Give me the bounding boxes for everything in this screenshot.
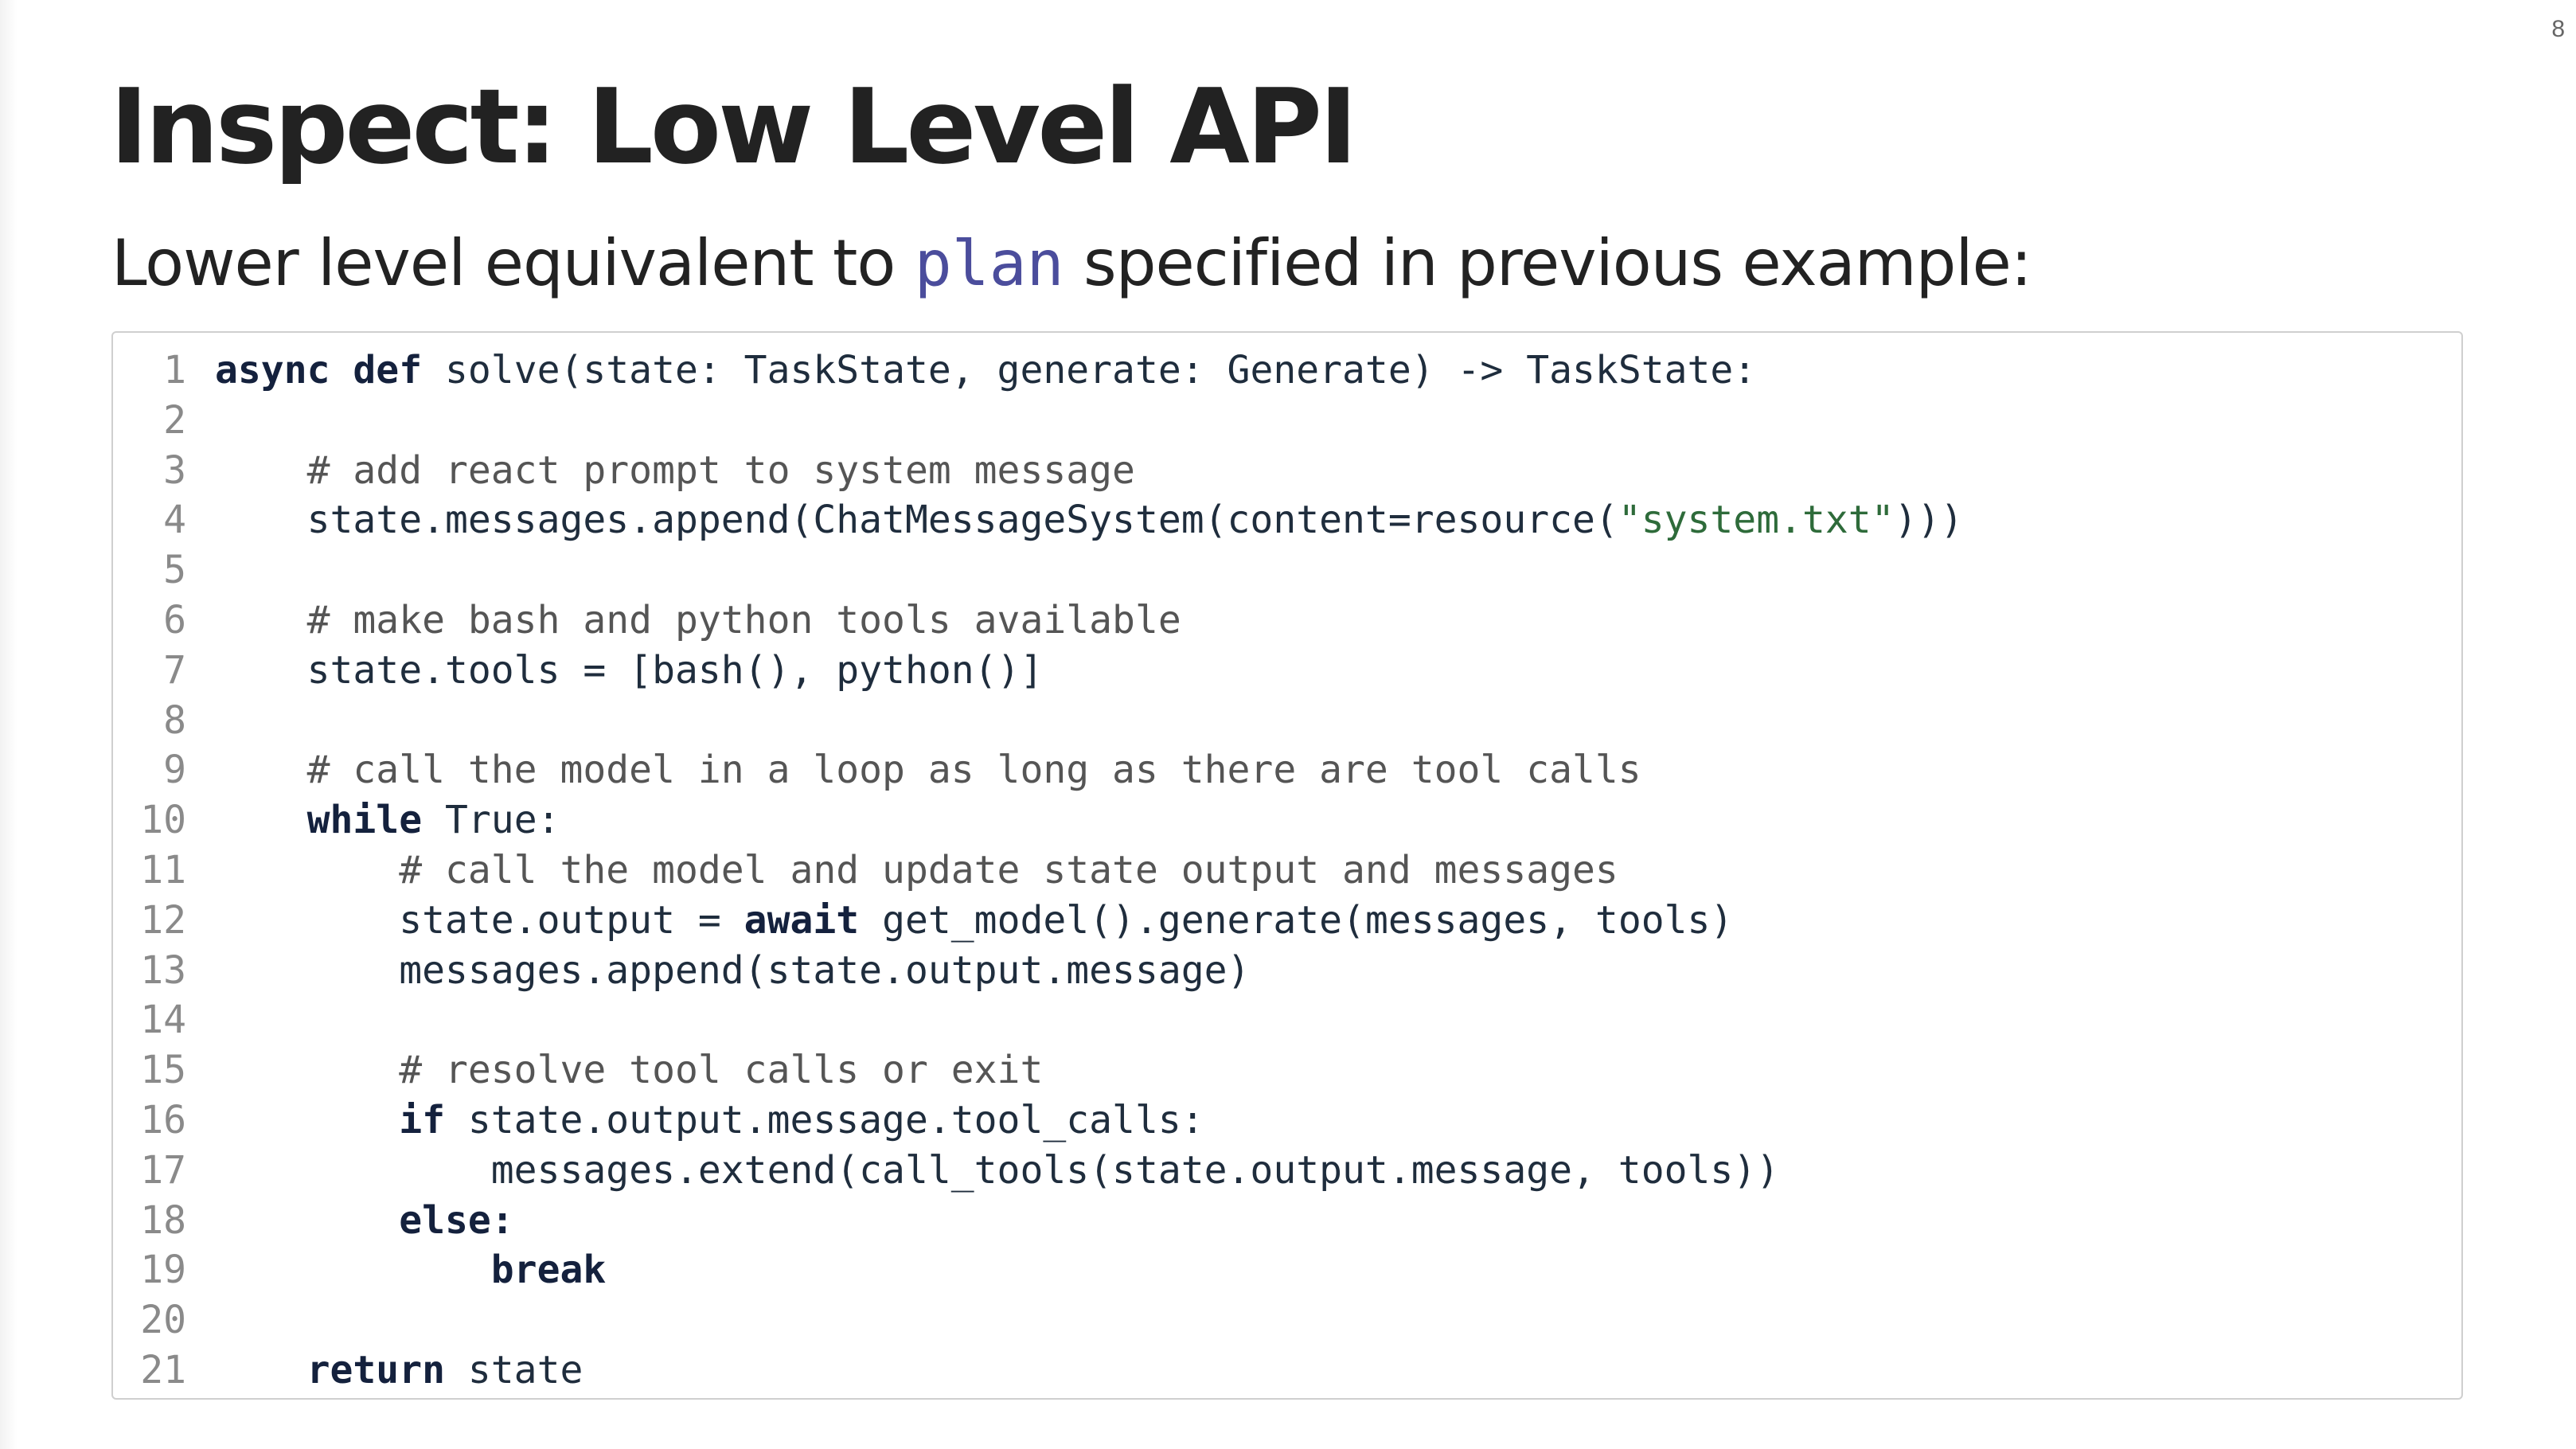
code-comment: # call the model and update state output… [399,847,1618,892]
line-number: 3 [163,447,186,493]
code-keyword: async def [215,348,423,393]
code-comment: # resolve tool calls or exit [399,1048,1044,1093]
line-number: 13 [140,947,186,993]
code-text [215,1098,399,1142]
code-line: 1 async def solve(state: TaskState, gener… [113,346,1963,396]
code-text: ))) [1894,498,1964,543]
line-number: 4 [163,498,186,543]
code-line: 12 state.output = await get_model().gene… [113,896,1963,946]
code-text: messages.extend(call_tools(state.output.… [215,1147,1780,1193]
line-number: 19 [140,1248,186,1293]
code-line: 7 state.tools = [bash(), python()] [113,646,1963,696]
code-keyword: await [744,897,860,943]
code-line: 2 [113,396,1963,446]
code-line: 8 [113,696,1963,746]
line-number: 17 [140,1147,186,1193]
line-number: 16 [140,1097,186,1142]
code-line: 15 # resolve tool calls or exit [113,1045,1963,1096]
code-text: get_model().generate(messages, tools) [859,897,1734,943]
line-number: 2 [163,397,186,443]
code-text [215,1248,491,1292]
line-number: 10 [140,798,186,843]
line-number: 18 [140,1197,186,1243]
line-number: 11 [140,847,186,892]
code-line: 19 break [113,1245,1963,1295]
code-line: 13 messages.append(state.output.message) [113,946,1963,996]
code-line: 16 if state.output.message.tool_calls: [113,1096,1963,1146]
code-comment: # make bash and python tools available [306,597,1181,642]
line-number: 15 [140,1048,186,1093]
line-number: 21 [140,1347,186,1392]
code-text [215,848,399,892]
code-line: 3 # add react prompt to system message [113,446,1963,496]
slide-edge-shadow [0,0,18,1449]
code-line: 21 return state [113,1346,1963,1396]
line-number: 9 [163,748,186,793]
slide-number: 8 [2551,16,2565,42]
slide-title: Inspect: Low Level API [110,66,1357,187]
subtitle-inline-code: plan [914,228,1064,300]
code-keyword: else: [399,1197,514,1243]
line-number: 1 [163,348,186,393]
code-line: 5 [113,545,1963,596]
code-keyword: break [490,1248,607,1293]
code-text [215,1348,307,1392]
code-line: 17 messages.extend(call_tools(state.outp… [113,1146,1963,1196]
code-line: 10 while True: [113,795,1963,846]
slide-subtitle: Lower level equivalent to plan specified… [111,220,2032,308]
code-text: messages.append(state.output.message) [215,947,1251,993]
code-text [215,798,307,842]
code-line: 6 # make bash and python tools available [113,596,1963,646]
code-text [215,448,307,493]
line-number: 12 [140,897,186,943]
line-number: 7 [163,647,186,693]
code-text [215,748,307,792]
code-text: state.tools = [bash(), python()] [215,647,1044,693]
code-comment: # add react prompt to system message [306,447,1135,493]
line-number: 5 [163,548,186,593]
code-line: 9 # call the model in a loop as long as … [113,745,1963,795]
line-number: 6 [163,597,186,642]
code-text: state.messages.append(ChatMessageSystem(… [215,498,1618,543]
code-line: 14 [113,995,1963,1045]
code-text: True: [422,798,560,843]
code-keyword: while [306,798,423,843]
code-line: 11 # call the model and update state out… [113,846,1963,896]
code-line: 20 [113,1295,1963,1346]
subtitle-text-after: specified in previous example: [1064,226,2032,300]
code-lines: 1 async def solve(state: TaskState, gener… [113,346,1963,1396]
code-text: solve(state: TaskState, generate: Genera… [422,348,1757,393]
code-line: 4 state.messages.append(ChatMessageSyste… [113,495,1963,545]
code-block: 1 async def solve(state: TaskState, gener… [111,331,2463,1400]
line-number: 20 [140,1298,186,1343]
code-keyword: if [399,1097,445,1142]
code-text: state [444,1347,584,1392]
code-line: 18 else: [113,1196,1963,1246]
code-text [215,1048,399,1092]
code-comment: # call the model in a loop as long as th… [306,748,1641,793]
subtitle-text-before: Lower level equivalent to [111,226,915,300]
code-string: "system.txt" [1618,498,1895,543]
code-text [215,1198,399,1243]
code-keyword: return [306,1347,445,1392]
line-number: 8 [163,697,186,743]
code-text [215,598,307,642]
code-text: state.output = [215,897,744,943]
code-text: state.output.message.tool_calls: [444,1097,1204,1142]
line-number: 14 [140,998,186,1043]
